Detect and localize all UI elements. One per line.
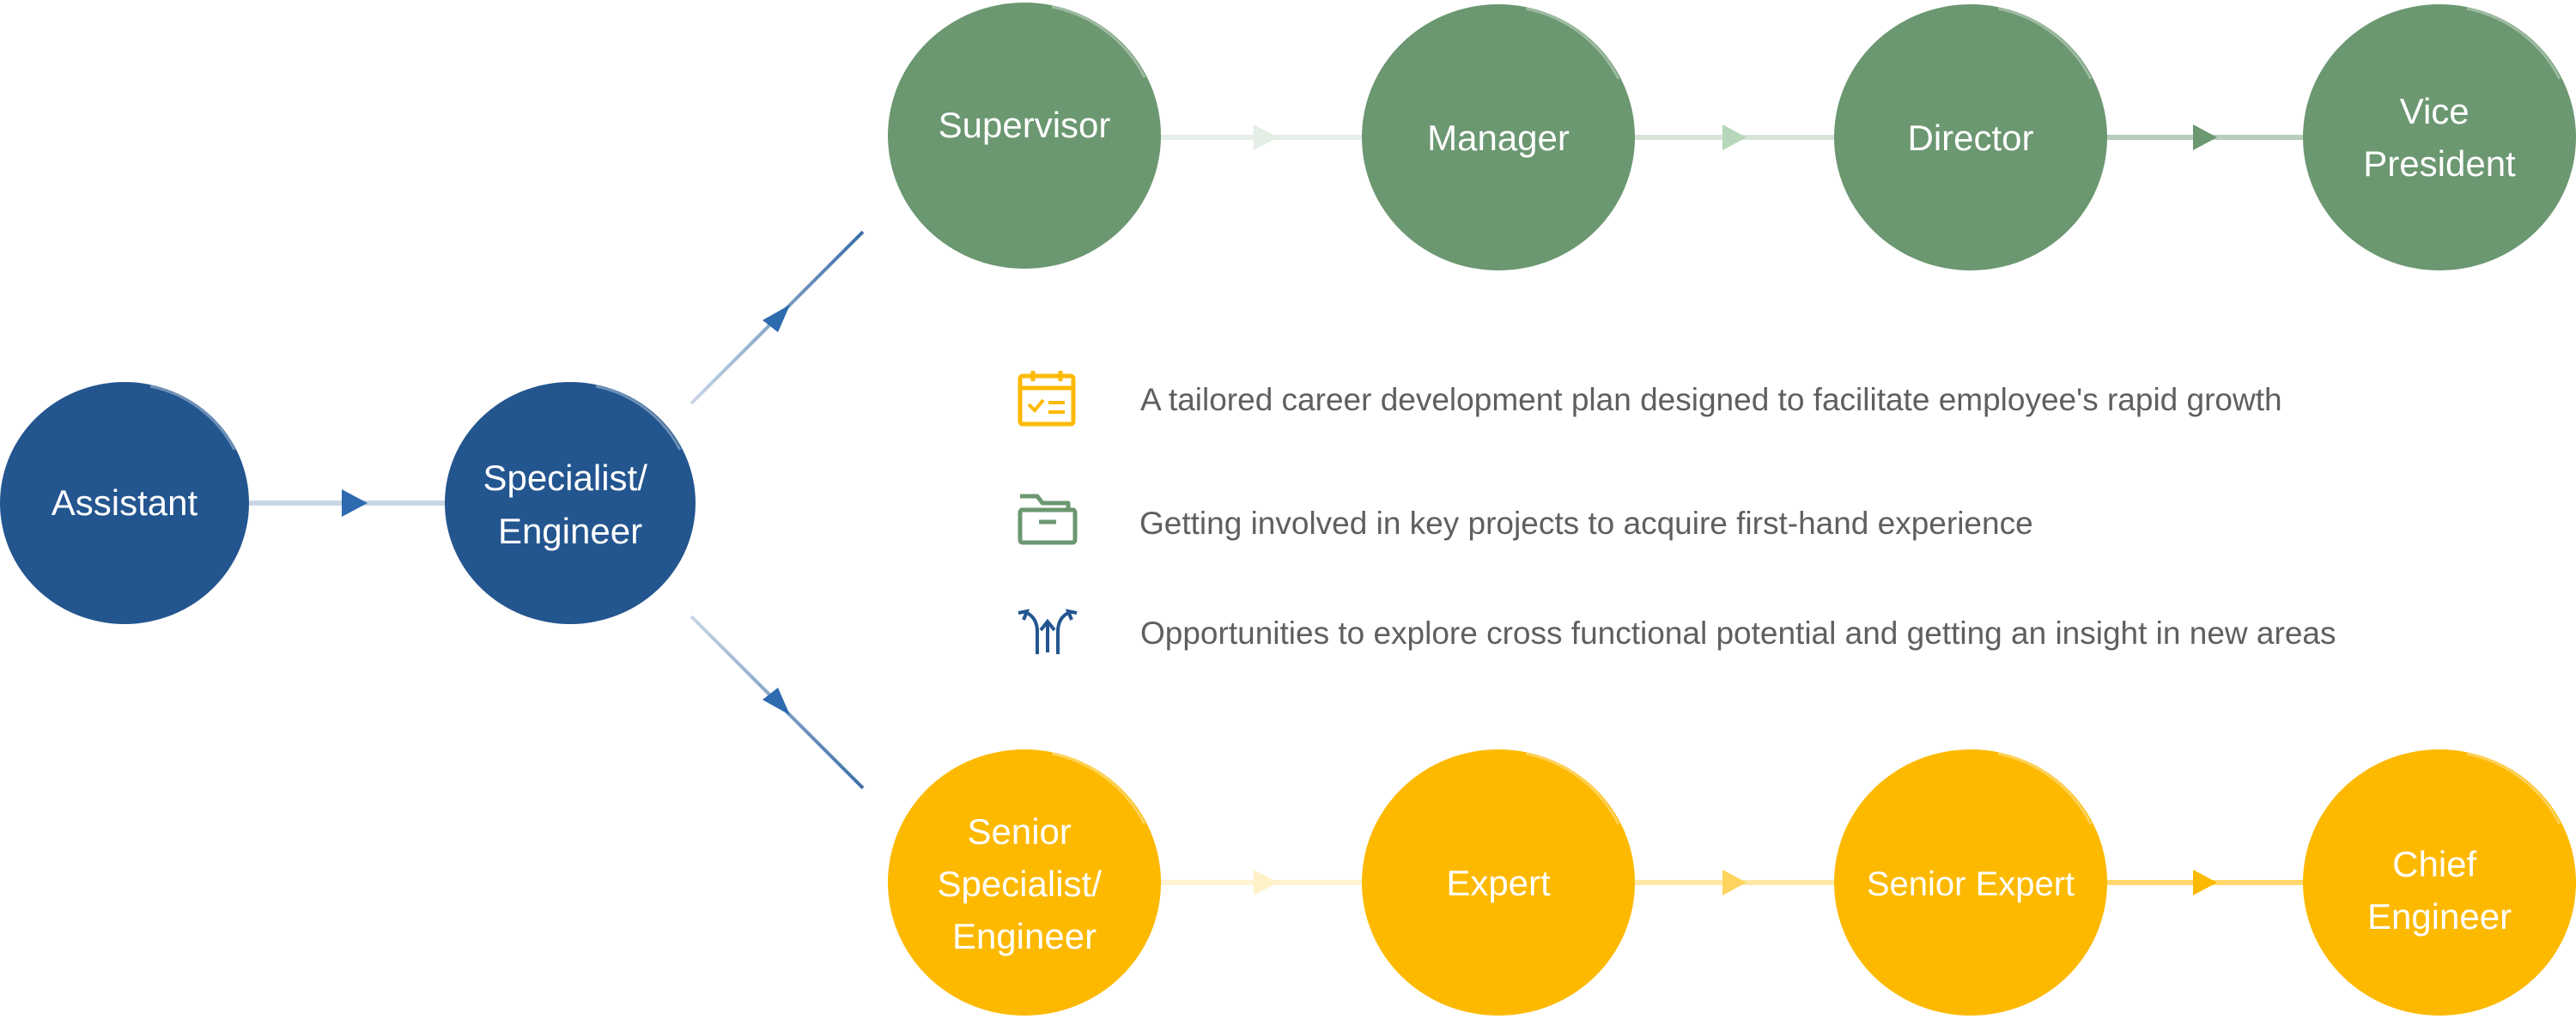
- node-expert: Expert: [1362, 749, 1635, 1016]
- node-supervisor: Supervisor: [888, 3, 1161, 269]
- node-circle: [1362, 749, 1635, 1016]
- node-circle: [1834, 4, 2107, 270]
- brush-texture: [149, 385, 236, 451]
- node-label-line: Director: [1907, 118, 2033, 158]
- node-label-line: Vice: [2400, 91, 2470, 131]
- connector-branch-management: [690, 230, 865, 405]
- connectors: [249, 124, 2310, 895]
- node-label-line: President: [2363, 143, 2516, 184]
- node-circle: [445, 382, 696, 624]
- connector-senior-expert-chief: [2104, 870, 2310, 895]
- node-senior-specialist-engineer: Senior Specialist/ Engineer: [888, 749, 1161, 1016]
- benefit-item: Opportunities to explore cross functiona…: [1018, 609, 2336, 654]
- brush-texture: [595, 385, 682, 451]
- node-circle: [2303, 4, 2576, 270]
- connector-senior-specialist-expert: [1159, 870, 1365, 895]
- node-label: Specialist/ Engineer: [483, 458, 657, 551]
- connector-supervisor-manager: [1159, 124, 1365, 150]
- node-circle: [1834, 749, 2107, 1016]
- node-label: Vice President: [2363, 91, 2516, 184]
- benefit-text: Opportunities to explore cross functiona…: [1140, 616, 2336, 651]
- node-label: Senior Specialist/ Engineer: [937, 811, 1111, 956]
- node-label-line: Specialist/: [937, 864, 1102, 904]
- node-label-line: Manager: [1427, 118, 1570, 158]
- node-assistant: Assistant: [0, 382, 249, 624]
- node-vice-president: Vice President: [2303, 4, 2576, 270]
- node-senior-expert: Senior Expert: [1834, 749, 2107, 1016]
- node-circle: [1362, 4, 1635, 270]
- benefit-text: Getting involved in key projects to acqu…: [1139, 506, 2033, 541]
- brush-texture: [1997, 7, 2093, 80]
- node-label-line: Specialist/: [483, 458, 647, 498]
- node-label: Chief Engineer: [2367, 844, 2512, 937]
- node-chief-engineer: Chief Engineer: [2303, 749, 2576, 1016]
- brush-texture: [2466, 752, 2561, 825]
- connector-director-vp: [2104, 124, 2310, 150]
- connector-branch-technical: [690, 615, 865, 790]
- split-arrows-icon: [1018, 609, 1078, 654]
- benefit-item: A tailored career development plan desig…: [1018, 371, 2282, 427]
- node-circle: [0, 382, 249, 624]
- node-label-line: Chief: [2392, 844, 2476, 884]
- node-circle: [888, 749, 1161, 1016]
- node-label: Assistant: [52, 482, 198, 523]
- node-label-line: Senior Expert: [1867, 865, 2075, 903]
- connector-expert-senior-expert: [1631, 870, 1838, 895]
- node-director: Director: [1834, 4, 2107, 270]
- node-circle: [2303, 749, 2576, 1016]
- connector-manager-director: [1631, 124, 1838, 150]
- connector-assistant-specialist: [249, 489, 447, 517]
- node-label: Supervisor: [939, 105, 1111, 145]
- node-label: Senior Expert: [1867, 865, 2075, 903]
- node-label: Director: [1907, 118, 2033, 158]
- node-label-line: Supervisor: [939, 105, 1111, 145]
- calendar-check-icon: [1018, 371, 1076, 427]
- node-label-line: Expert: [1446, 863, 1551, 903]
- node-specialist-engineer: Specialist/ Engineer: [445, 382, 696, 624]
- node-circle: [888, 3, 1161, 269]
- brush-texture: [1525, 752, 1620, 825]
- folder-icon: [1018, 494, 1078, 545]
- node-label-line: Engineer: [498, 511, 642, 551]
- node-manager: Manager: [1362, 4, 1635, 270]
- brush-texture: [1051, 752, 1146, 825]
- node-label: Expert: [1446, 863, 1551, 903]
- node-label-line: Engineer: [2367, 896, 2512, 937]
- brush-texture: [2466, 7, 2561, 80]
- brush-texture: [1051, 5, 1146, 78]
- benefit-text: A tailored career development plan desig…: [1140, 382, 2282, 417]
- node-label: Manager: [1427, 118, 1570, 158]
- node-label-line: Engineer: [952, 916, 1097, 956]
- benefits-list: A tailored career development plan desig…: [1018, 371, 2336, 654]
- benefit-item: Getting involved in key projects to acqu…: [1018, 494, 2033, 545]
- node-label-line: Senior: [967, 811, 1071, 852]
- brush-texture: [1997, 752, 2093, 825]
- node-label-line: Assistant: [52, 482, 198, 523]
- brush-texture: [1525, 7, 1620, 80]
